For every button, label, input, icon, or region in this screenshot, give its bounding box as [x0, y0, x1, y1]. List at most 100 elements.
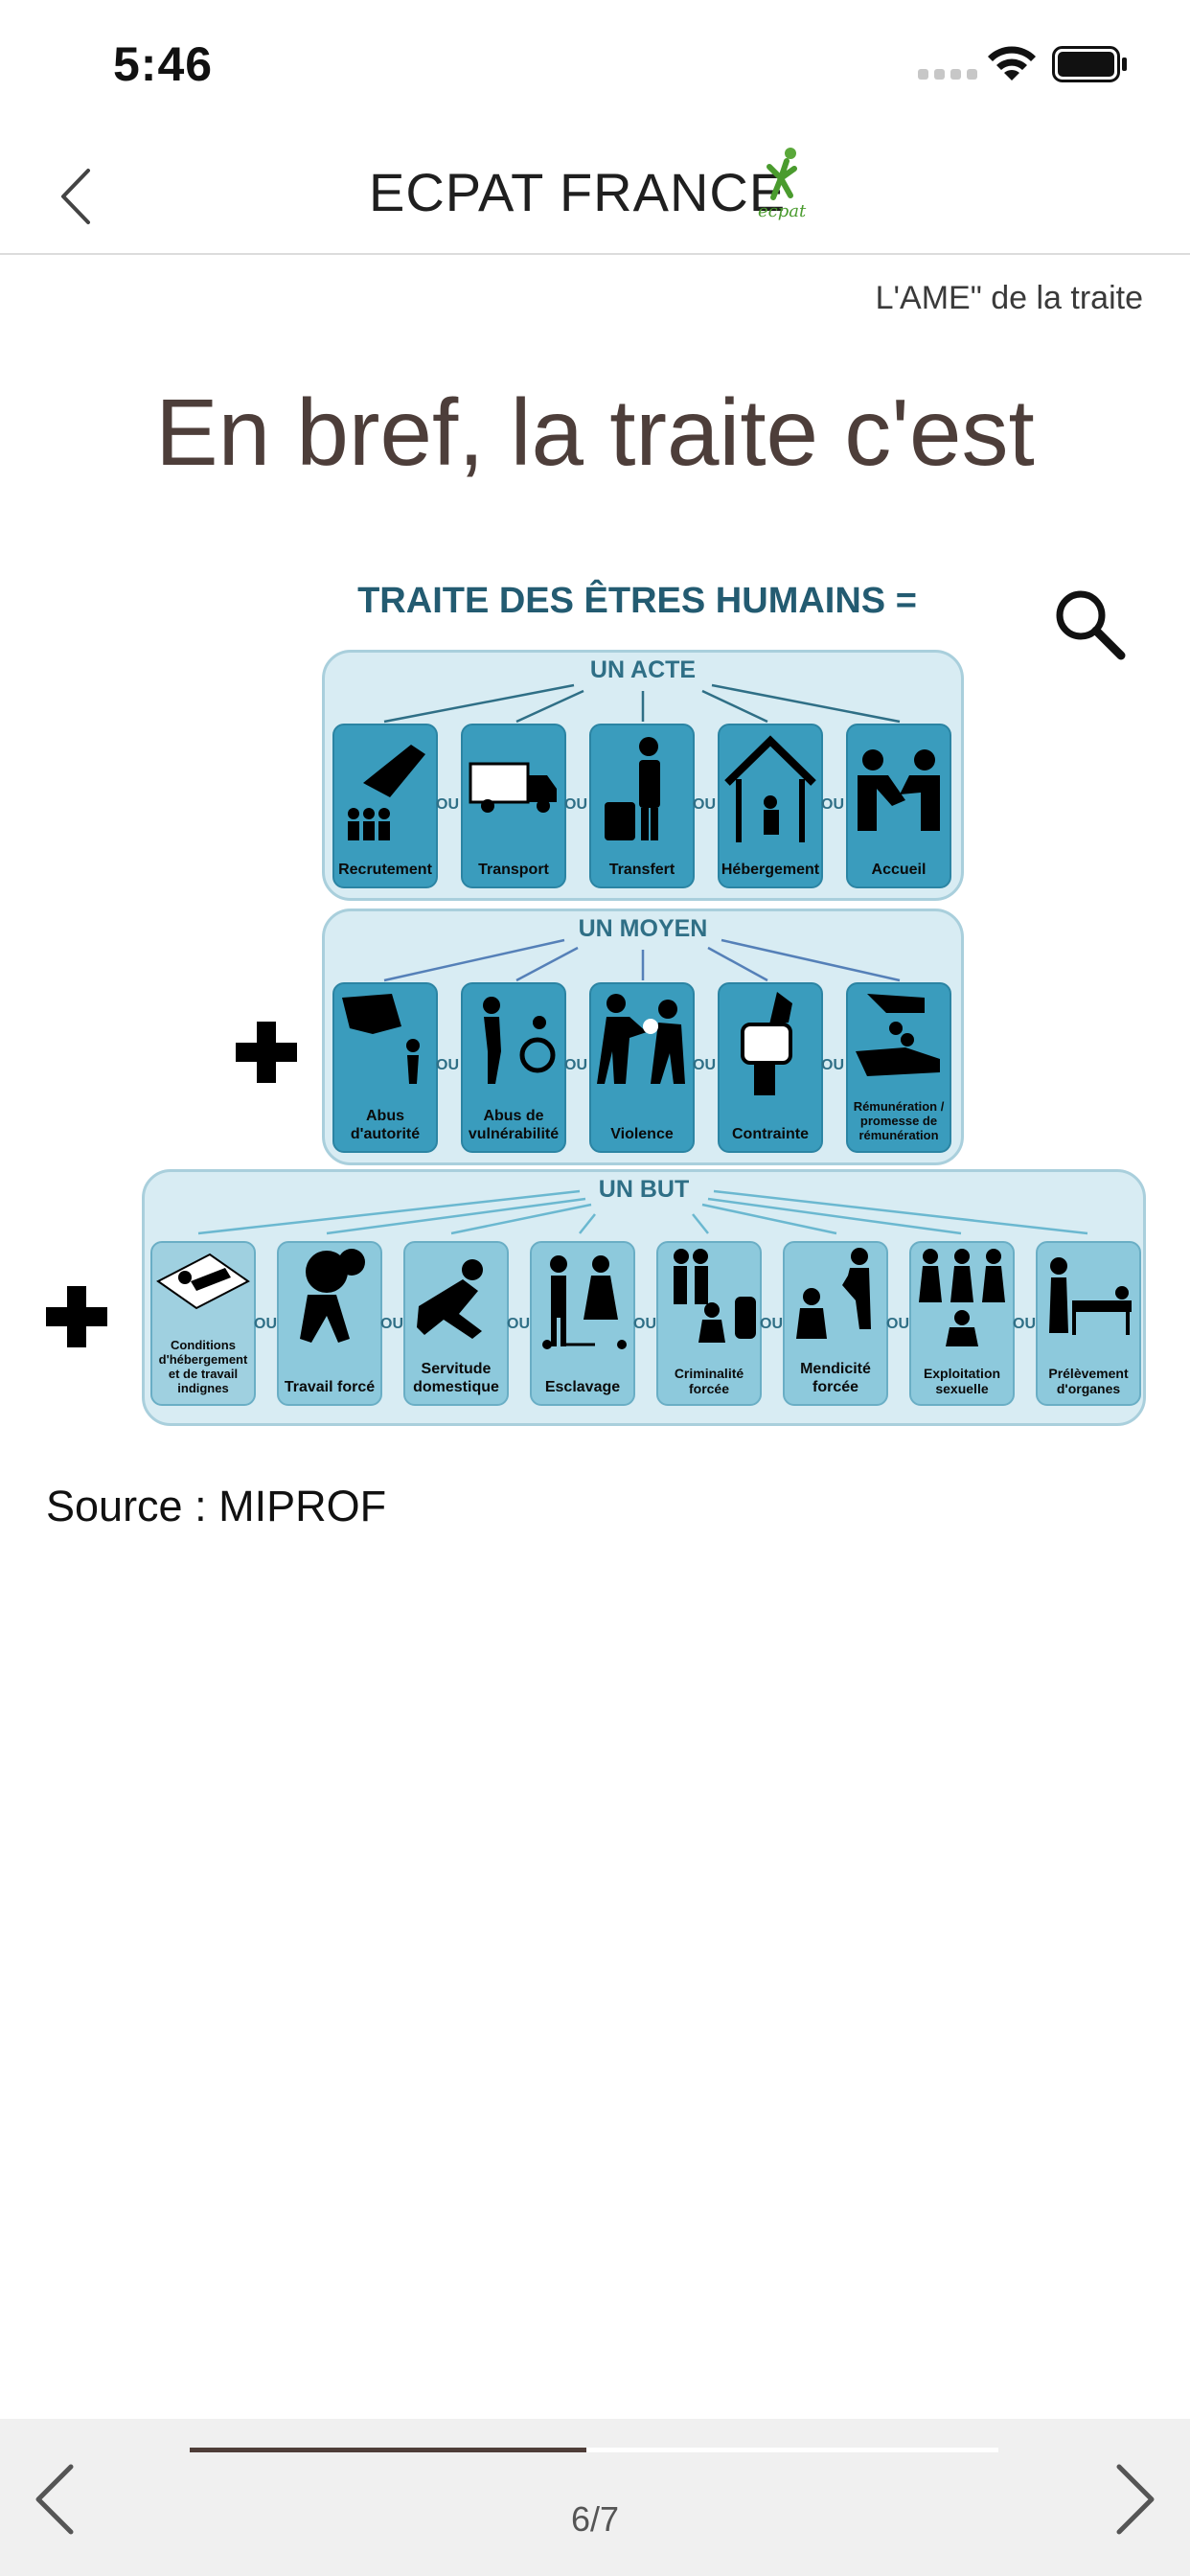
tile-violence: Violence: [589, 982, 695, 1153]
chapter-subtitle: L'AME" de la traite: [875, 280, 1143, 316]
arrows-but: [197, 1189, 1088, 1235]
tile-abus-vulnerabilite: Abus de vulnérabilité: [461, 982, 566, 1153]
back-button[interactable]: [54, 163, 102, 230]
tile-accueil: Accueil: [846, 724, 951, 888]
tile-transport: Transport: [461, 724, 566, 888]
page-title: En bref, la traite c'est: [155, 380, 1035, 485]
ou-separator: OU: [436, 796, 459, 813]
ou-separator: OU: [821, 796, 844, 813]
ou-separator: OU: [821, 1057, 844, 1073]
tile-label: Accueil: [871, 861, 927, 878]
tile-remuneration: Rémunération / promesse de rémunération: [846, 982, 951, 1153]
page-indicator: 6/7: [570, 2499, 620, 2539]
house-icon: [724, 735, 816, 842]
ou-separator: OU: [693, 796, 716, 813]
status-time: 5:46: [113, 37, 214, 91]
status-bar: 5:46: [0, 0, 1190, 125]
chained-people-icon: [542, 1255, 627, 1349]
group-but: UN BUT Conditions d'hébergement et de tr…: [142, 1169, 1146, 1426]
money-hand-icon: [856, 994, 940, 1076]
wifi-icon: [988, 46, 1036, 80]
begging-icon: [796, 1248, 871, 1339]
ou-separator: OU: [564, 796, 587, 813]
ou-separator: OU: [507, 1316, 530, 1332]
tile-label: Transport: [478, 861, 549, 878]
tile-transfert: Transfert: [589, 724, 695, 888]
tile-label: Exploitation sexuelle: [923, 1365, 1001, 1396]
ou-separator: OU: [564, 1057, 587, 1073]
tile-criminalite-forcee: Criminalité forcée: [656, 1241, 762, 1406]
ou-separator: OU: [1013, 1316, 1036, 1332]
tile-hebergement: Hébergement: [718, 724, 823, 888]
tile-label: Servitude domestique: [413, 1361, 499, 1395]
bottom-navigation: 6/7: [0, 2419, 1190, 2576]
arrows-moyen: [383, 938, 901, 982]
crime-scene-icon: [674, 1249, 756, 1343]
tile-label: Esclavage: [544, 1378, 621, 1395]
exploited-women-icon: [919, 1249, 1005, 1346]
brand-name: ECPAT FRANCE: [369, 162, 787, 222]
ou-separator: OU: [760, 1316, 783, 1332]
plus-icon: [46, 1286, 107, 1347]
ou-separator: OU: [693, 1057, 716, 1073]
battery-icon: [1052, 46, 1127, 82]
carrying-load-icon: [300, 1249, 365, 1343]
tile-label: Rémunération / promesse de rémunération: [853, 1099, 945, 1143]
fight-icon: [597, 994, 685, 1084]
ou-separator: OU: [886, 1316, 909, 1332]
previous-page-button[interactable]: [29, 2461, 86, 2538]
tile-prelevement-organes: Prélèvement d'organes: [1036, 1241, 1141, 1406]
zoom-search-icon[interactable]: [1052, 586, 1129, 663]
tile-label: Conditions d'hébergement et de travail i…: [158, 1338, 248, 1396]
wheelchair-person-icon: [483, 997, 556, 1084]
group-acte: UN ACTE Recrutement Transport Transfert …: [322, 650, 964, 901]
tile-label: Transfert: [608, 861, 675, 878]
person-luggage-icon: [605, 737, 660, 840]
tile-label: Abus de vulnérabilité: [468, 1108, 560, 1142]
tile-conditions-indignes: Conditions d'hébergement et de travail i…: [150, 1241, 256, 1406]
group-label-acte: UN ACTE: [589, 656, 697, 683]
group-label-but: UN BUT: [598, 1176, 690, 1203]
cellular-signal-icon: [918, 69, 977, 80]
tile-label: Prélèvement d'organes: [1048, 1365, 1129, 1396]
ou-separator: OU: [380, 1316, 403, 1332]
tile-mendicite-forcee: Mendicité forcée: [783, 1241, 888, 1406]
tile-servitude-domestique: Servitude domestique: [403, 1241, 509, 1406]
ou-separator: OU: [633, 1316, 656, 1332]
sleeping-person-icon: [156, 1253, 250, 1310]
tile-label: Criminalité forcée: [674, 1365, 744, 1396]
logo-text: ecpat: [758, 201, 807, 221]
group-moyen: UN MOYEN Abus d'autorité Abus de vulnéra…: [322, 908, 964, 1165]
grabbing-hand-icon: [741, 992, 792, 1095]
scrubbing-floor-icon: [417, 1259, 483, 1339]
ecpat-logo-icon: ecpat: [758, 148, 807, 221]
tile-label: Travail forcé: [284, 1378, 376, 1395]
tile-esclavage: Esclavage: [530, 1241, 635, 1406]
progress-bar: [190, 2448, 998, 2452]
truck-icon: [469, 762, 557, 813]
tile-abus-autorite: Abus d'autorité: [332, 982, 438, 1153]
tile-label: Mendicité forcée: [800, 1361, 871, 1395]
next-page-button[interactable]: [1104, 2461, 1161, 2538]
tile-contrainte: Contrainte: [718, 982, 823, 1153]
tile-recrutement: Recrutement: [332, 724, 438, 888]
handshake-icon: [858, 749, 940, 831]
tile-exploitation-sexuelle: Exploitation sexuelle: [909, 1241, 1015, 1406]
tile-label: Recrutement: [338, 861, 432, 878]
plus-icon: [236, 1022, 297, 1083]
recruiting-hand-icon: [348, 745, 425, 840]
group-label-moyen: UN MOYEN: [578, 915, 708, 942]
infographic-title: TRAITE DES ÊTRES HUMAINS =: [357, 581, 917, 621]
ou-separator: OU: [436, 1057, 459, 1073]
tile-label: Abus d'autorité: [350, 1108, 421, 1142]
surgery-icon: [1049, 1257, 1132, 1335]
tile-travail-force: Travail forcé: [277, 1241, 382, 1406]
ou-separator: OU: [254, 1316, 277, 1332]
boot-stomp-icon: [342, 994, 420, 1084]
arrows-acte: [383, 683, 901, 724]
source-caption: Source : MIPROF: [46, 1482, 387, 1530]
tile-label: Contrainte: [732, 1125, 809, 1142]
app-header: ECPAT FRANCE ecpat: [0, 125, 1190, 255]
tile-label: Hébergement: [721, 861, 820, 878]
tile-label: Violence: [610, 1125, 674, 1142]
